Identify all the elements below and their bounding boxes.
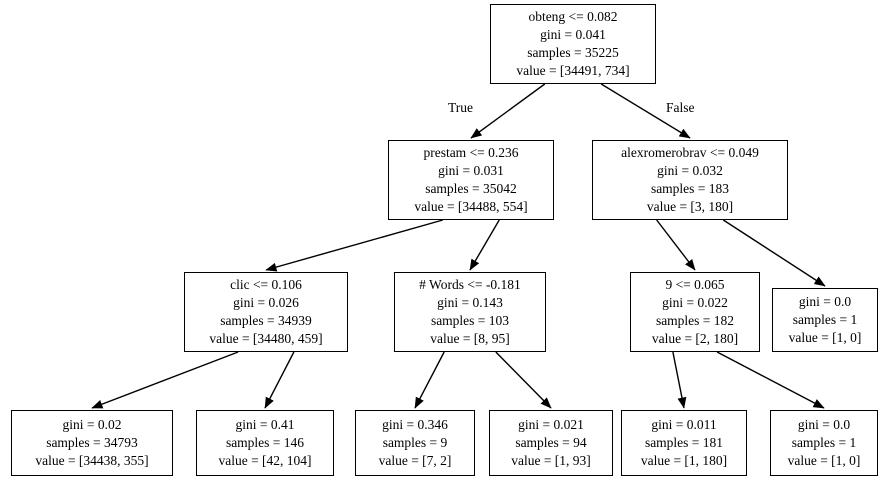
node-gini: gini = 0.041	[540, 27, 606, 43]
node-value: value = [1, 0]	[787, 452, 861, 468]
node-samples: samples = 34939	[220, 313, 312, 328]
tree-split-node: # Words <= -0.181 gini = 0.143 samples = 1…	[394, 272, 546, 352]
node-condition: 9 <= 0.065	[665, 277, 725, 293]
node-gini: gini = 0.026	[233, 295, 299, 311]
node-samples: samples = 103	[430, 313, 510, 328]
tree-edge-n5-n12	[716, 351, 825, 409]
node-value: value = [34438, 355]	[35, 452, 149, 468]
tree-edge-n4-n9	[414, 351, 445, 409]
node-value: value = [7, 2]	[378, 452, 452, 468]
node-gini: gini = 0.02	[62, 417, 122, 433]
tree-split-node: alexromerobrav <= 0.049 gini = 0.032 sampl…	[592, 140, 788, 220]
node-samples: samples = 9	[382, 435, 448, 451]
tree-edge-n1-n4	[469, 219, 500, 271]
node-samples: samples = 1	[792, 312, 858, 328]
node-gini: gini = 0.346	[382, 417, 448, 433]
node-value: value = [34491, 734]	[516, 62, 630, 78]
node-value: value = [42, 104]	[218, 452, 312, 468]
node-samples: samples = 181	[644, 435, 724, 451]
node-value: value = [1, 0]	[788, 329, 862, 345]
node-condition: clic <= 0.106	[230, 277, 302, 293]
node-condition: alexromerobrav <= 0.049	[621, 145, 759, 161]
node-samples: samples = 183	[650, 181, 730, 196]
tree-split-node: 9 <= 0.065 gini = 0.022 samples = 182 value…	[630, 272, 760, 352]
tree-edge-n3-n7	[91, 351, 239, 409]
node-gini: gini = 0.021	[518, 417, 584, 433]
tree-split-node: prestam <= 0.236 gini = 0.031 samples = 35…	[388, 140, 554, 220]
node-condition: # Words <= -0.181	[419, 277, 521, 293]
node-value: value = [3, 180]	[646, 198, 734, 214]
node-samples: samples = 182	[655, 313, 735, 328]
edge-label-true: True	[448, 100, 474, 115]
tree-split-node: obteng <= 0.082 gini = 0.041 samples = 352…	[490, 4, 656, 84]
node-value: value = [8, 95]	[430, 330, 510, 346]
node-samples: samples = 35042	[425, 181, 517, 196]
node-value: value = [34480, 459]	[209, 330, 323, 346]
node-gini: gini = 0.0	[797, 417, 851, 433]
node-value: value = [1, 180]	[640, 452, 728, 468]
node-gini: gini = 0.143	[437, 295, 503, 311]
node-samples: samples = 94	[515, 435, 587, 451]
node-value: value = [34488, 554]	[414, 198, 528, 214]
edge-label-false: False	[666, 100, 695, 115]
node-condition: obteng <= 0.082	[528, 9, 618, 25]
tree-edge-n2-n5	[656, 219, 696, 271]
node-condition: prestam <= 0.236	[423, 145, 519, 161]
tree-split-node: clic <= 0.106 gini = 0.026 samples = 34939…	[184, 272, 348, 352]
tree-edges	[91, 83, 826, 409]
tree-edge-n1-n3	[265, 219, 443, 272]
node-samples: samples = 1	[791, 435, 857, 451]
node-gini: gini = 0.022	[662, 295, 728, 311]
node-samples: samples = 35225	[527, 45, 619, 60]
tree-edge-n3-n8	[264, 351, 295, 409]
tree-edge-n4-n10	[495, 351, 552, 409]
node-value: value = [2, 180]	[651, 330, 739, 346]
node-value: value = [1, 93]	[511, 452, 591, 468]
node-gini: gini = 0.011	[651, 417, 717, 433]
tree-edge-n5-n11	[672, 351, 687, 409]
node-gini: gini = 0.032	[657, 163, 723, 179]
node-gini: gini = 0.0	[798, 294, 852, 310]
node-samples: samples = 34793	[46, 435, 138, 451]
node-gini: gini = 0.41	[235, 417, 295, 433]
node-gini: gini = 0.031	[438, 163, 504, 179]
tree-edge-n0-n1	[470, 83, 546, 139]
node-samples: samples = 146	[225, 435, 305, 451]
